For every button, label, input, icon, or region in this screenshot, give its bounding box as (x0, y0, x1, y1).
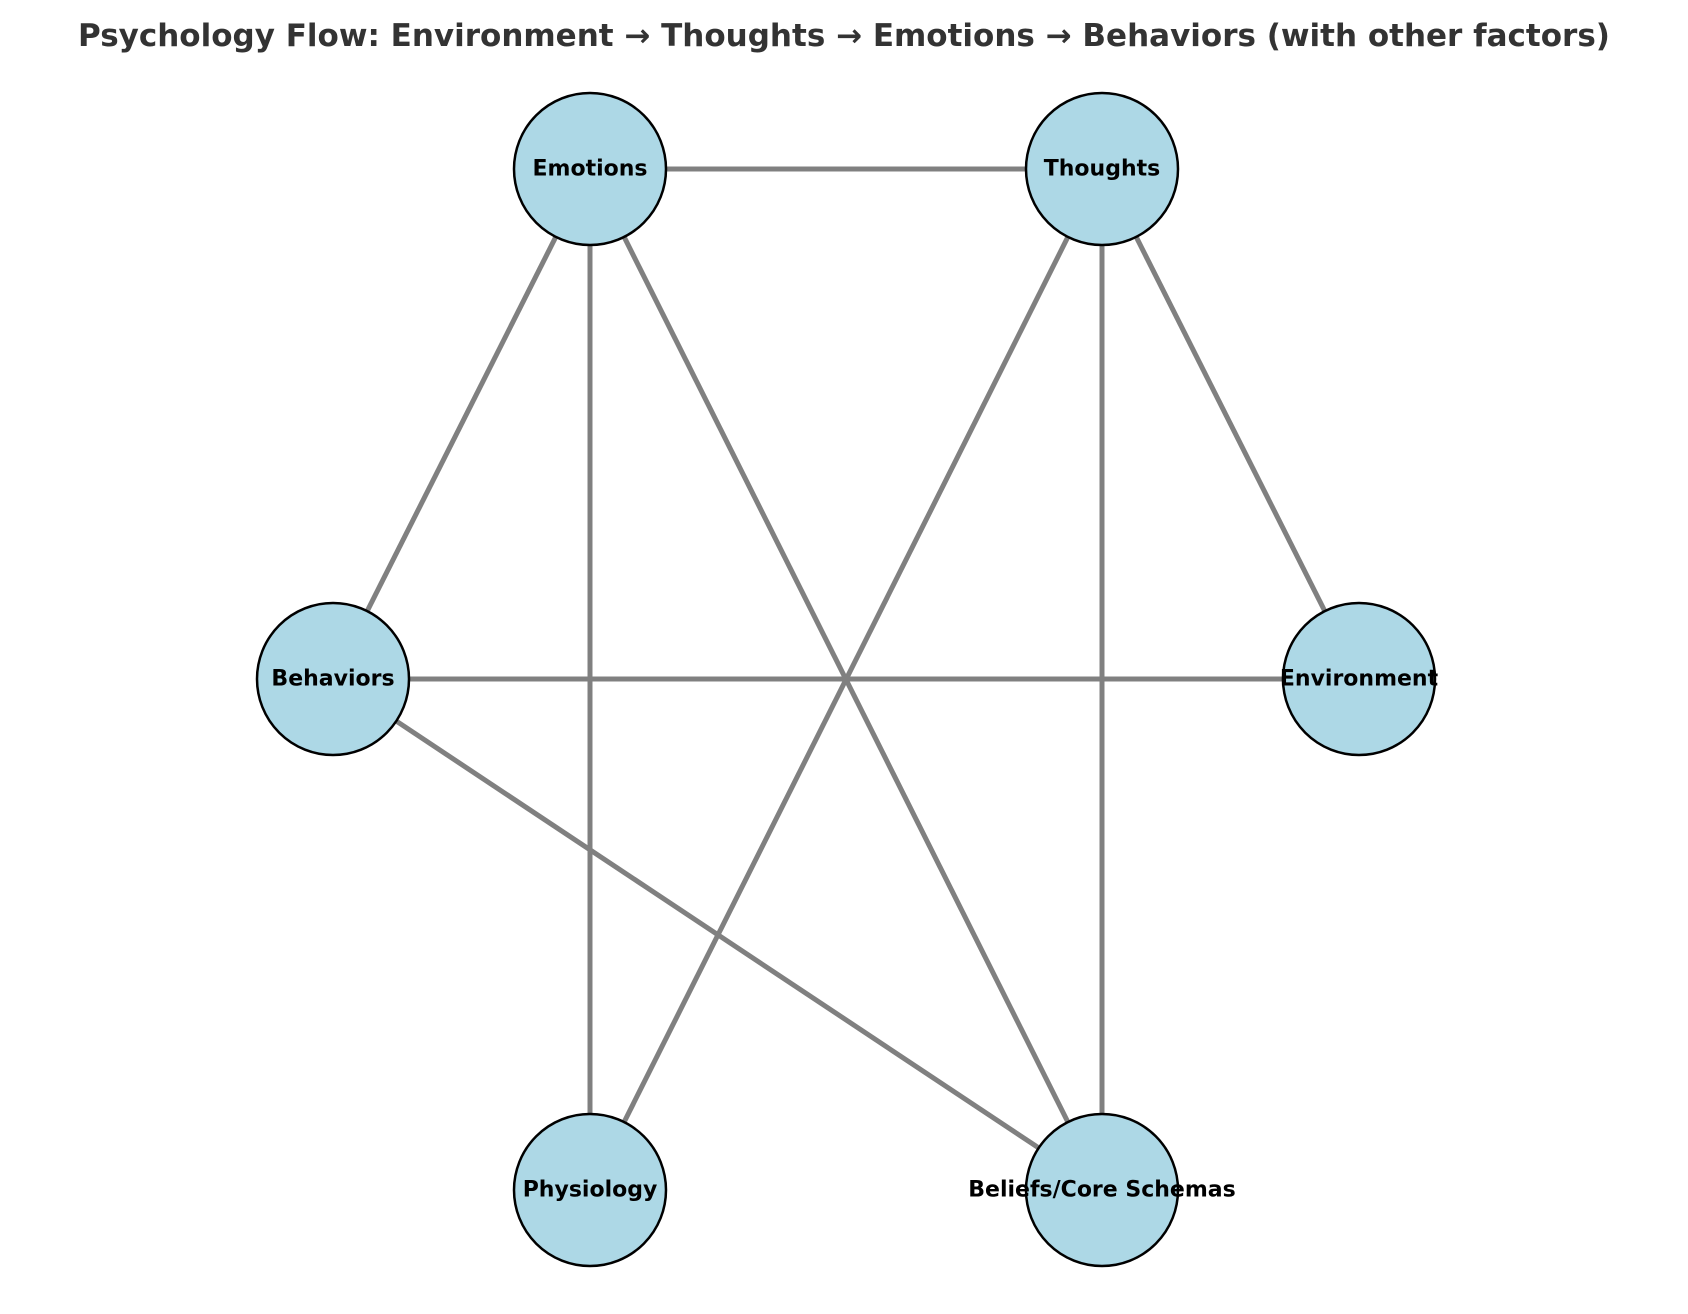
node-environment: Environment (1280, 601, 1439, 757)
node-label-physiology: Physiology (523, 1178, 658, 1203)
edge-emotions-behaviors (364, 235, 559, 613)
node-physiology: Physiology (512, 1112, 668, 1268)
node-circle-environment (1281, 601, 1437, 757)
node-circle-emotions (512, 91, 668, 247)
node-thoughts: Thoughts (1024, 91, 1180, 247)
node-label-thoughts: Thoughts (1044, 157, 1160, 182)
node-label-emotions: Emotions (533, 157, 648, 182)
node-label-environment: Environment (1280, 667, 1439, 692)
node-circle-behaviors (255, 601, 411, 757)
node-circle-thoughts (1024, 91, 1180, 247)
edge-behaviors-beliefs (394, 719, 1041, 1150)
edge-thoughts-environment (1133, 235, 1328, 613)
diagram-title: Psychology Flow: Environment → Thoughts … (78, 18, 1610, 54)
node-circle-physiology (512, 1112, 668, 1268)
node-circle-beliefs (1024, 1112, 1180, 1268)
node-label-behaviors: Behaviors (271, 667, 394, 692)
node-label-beliefs: Beliefs/Core Schemas (968, 1178, 1235, 1203)
node-beliefs: Beliefs/Core Schemas (968, 1112, 1236, 1268)
node-behaviors: Behaviors (255, 601, 411, 757)
node-emotions: Emotions (512, 91, 668, 247)
edges-layer (364, 166, 1328, 1150)
